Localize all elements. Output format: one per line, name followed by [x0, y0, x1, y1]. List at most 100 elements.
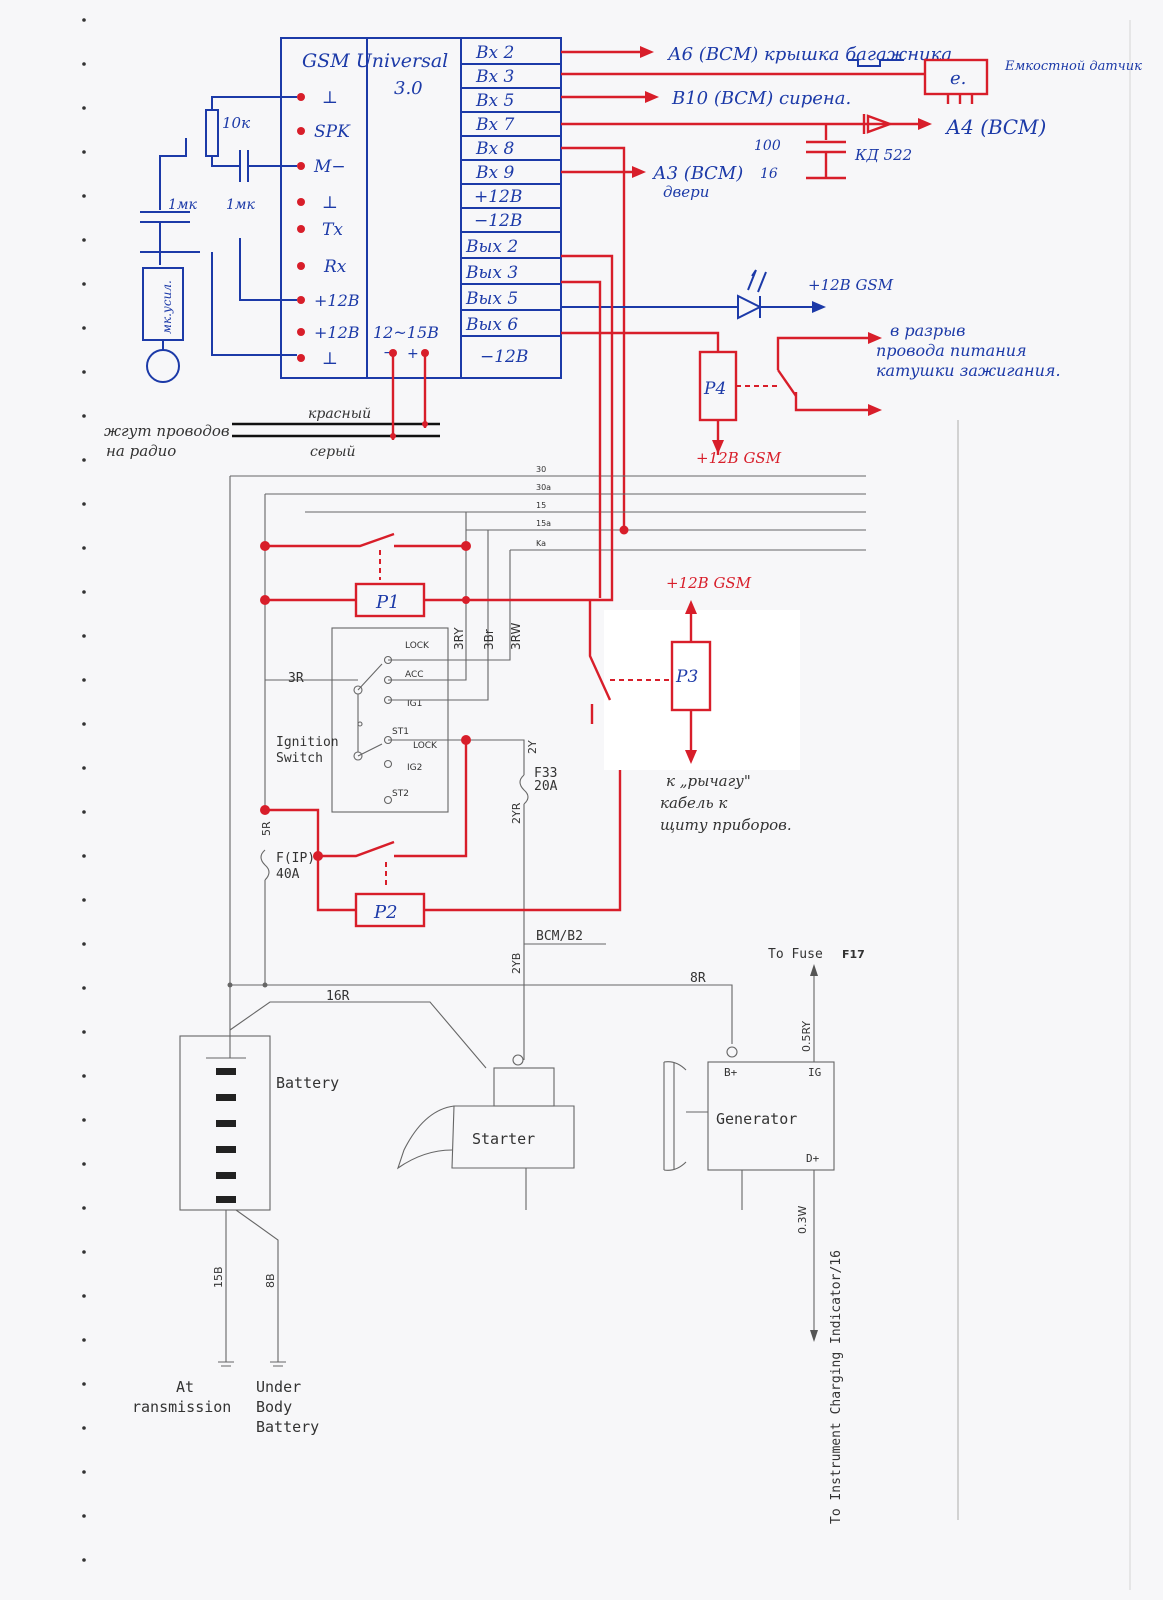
- pin-gnd-2: ⊥: [322, 193, 338, 213]
- pin-gnd-1: ⊥: [322, 88, 338, 108]
- left-pins: ⊥ SPK M− ⊥ Tx Rx +12B +12B ⊥: [297, 88, 360, 369]
- pos-ig1: IG1: [407, 699, 422, 709]
- battery: Battery 15B 8B At ransmission Under Body…: [132, 1035, 339, 1436]
- ign-cut-line3: катушки зажигания.: [876, 361, 1061, 380]
- wire-8b: 8B: [264, 1273, 277, 1288]
- generator-pulley: [663, 1061, 687, 1171]
- pin-12v-1: +12B: [314, 291, 360, 310]
- a3-label: А3 (ВСМ): [651, 163, 743, 184]
- battery-box: [179, 1035, 271, 1211]
- fuse-main-label: F(IP): [276, 851, 315, 866]
- wire-3br: 3Br: [482, 629, 496, 650]
- sensor-label: Емкостной датчик: [1004, 59, 1142, 74]
- diode-label: КД 522: [854, 146, 912, 164]
- wire-05ry: 0.5RY: [800, 1021, 813, 1052]
- bus-30a: 30a: [536, 483, 551, 492]
- gen-bplus: B+: [724, 1066, 738, 1079]
- module-version: 3.0: [394, 78, 423, 99]
- gsm-module: GSM Universal 3.0 ⊥ SPK M− ⊥ Tx Rx +12B …: [280, 37, 562, 379]
- capacitor-2: [239, 150, 249, 182]
- p3-contact: [588, 600, 612, 724]
- pin-out3: Вых 3: [465, 263, 518, 283]
- bus-ka: Ka: [536, 539, 546, 548]
- pin-minus12-a: −12В: [474, 211, 522, 231]
- wire-2yb: 2YB: [510, 953, 523, 974]
- radio-harness: жгут проводов на радио красный серый: [104, 353, 440, 460]
- microphone-icon: [146, 349, 180, 383]
- gnd-left-2: ransmission: [132, 1398, 231, 1416]
- harness-line2: на радио: [106, 442, 176, 460]
- pin-in2: Вх 2: [475, 43, 514, 63]
- wire-2y: 2Y: [526, 740, 539, 754]
- wire-gray-label: серый: [310, 444, 356, 460]
- ignition-switch: 3R Ignition Switch LOCK ACC IG1 ST1 LOCK…: [276, 512, 525, 813]
- p3-power: +12В GSM: [666, 574, 752, 592]
- pos-st2: ST2: [392, 789, 409, 799]
- starter-label: Starter: [472, 1130, 535, 1148]
- ground-icon-transmission: [218, 1290, 234, 1367]
- battery-label: Battery: [276, 1074, 339, 1092]
- p4-power: +12В GSM: [696, 449, 782, 467]
- ign-cut-line1: в разрыв: [890, 321, 966, 340]
- fuse-main: 5R F(IP) 40A: [260, 821, 315, 985]
- relay-p2: Р2: [260, 700, 622, 928]
- pin-minus12-b: −12В: [480, 347, 528, 367]
- pos-lock-1: LOCK: [405, 641, 430, 651]
- cap2-label: 1мк: [226, 197, 256, 213]
- ignition-box: [331, 627, 449, 813]
- bus-15a: 15a: [536, 519, 551, 528]
- power-bus: 30 30a 15 15a Ka: [229, 465, 866, 1058]
- to-fuse: To Fuse: [768, 947, 823, 962]
- ground-icon-body: [270, 1350, 286, 1367]
- feed-3r: 3R: [288, 671, 304, 686]
- p1-coil: [354, 582, 426, 618]
- pin-in3: Вх 3: [475, 67, 514, 87]
- led-output: +12В GSM: [561, 269, 894, 320]
- pos-lock-2: LOCK: [413, 741, 438, 751]
- pin-spk: SPK: [314, 122, 351, 142]
- voltage-note: 12~15В: [373, 323, 439, 342]
- pin-rx: Rx: [323, 257, 347, 277]
- wire-8r: 8R: [690, 971, 706, 986]
- starter: Starter: [396, 1054, 575, 1210]
- f33-rating: 20A: [534, 779, 558, 794]
- pin-mic: M−: [313, 157, 346, 177]
- a4-label: А4 (ВСМ): [944, 115, 1046, 139]
- relay-p3: Р3 +12В GSM к „рычагу" кабель к щиту при…: [588, 574, 800, 834]
- capacitor-100uf: [806, 124, 846, 180]
- pin-gnd-3: ⊥: [322, 349, 338, 369]
- generator-body: [707, 1061, 835, 1171]
- pin-in9: Вх 9: [475, 163, 514, 183]
- module-title: GSM Universal: [302, 50, 448, 72]
- mic-amp-label: мк.усил.: [160, 280, 174, 334]
- pos-ig2: IG2: [407, 763, 422, 773]
- p3-note-3: щиту приборов.: [660, 816, 792, 834]
- svg-text:+: +: [407, 346, 419, 362]
- cap1-label: 1мк: [168, 197, 198, 213]
- gen-ig: IG: [808, 1066, 821, 1079]
- wire-15b: 15B: [212, 1266, 225, 1288]
- audio-circuit: 10к 1мк 1мк мк.усил.: [140, 96, 297, 383]
- svg-text:−: −: [383, 345, 395, 361]
- relay-p1: Р1: [260, 254, 629, 618]
- cap-value-bottom: 16: [760, 166, 778, 182]
- wire-03w: 0.3W: [796, 1206, 809, 1234]
- led-icon: [737, 294, 763, 320]
- bus-30: 30: [536, 465, 546, 474]
- harness-line1: жгут проводов: [104, 422, 230, 440]
- bcm-b2-label: BCM/B2: [536, 929, 583, 944]
- sensor-box-label: е.: [950, 68, 966, 89]
- wire-3rw: 3RW: [509, 623, 523, 650]
- pin-in7: Вх 7: [475, 115, 514, 135]
- p3-label: Р3: [675, 667, 698, 687]
- sensor-box: [923, 58, 989, 96]
- p2-coil: [354, 892, 426, 928]
- fuse-main-rating: 40A: [276, 867, 300, 882]
- starter-body: [451, 1105, 575, 1169]
- binder-holes: [82, 18, 86, 1562]
- gnd-right-1: Under: [256, 1378, 301, 1396]
- wire-16r: 16R: [326, 989, 350, 1004]
- pin-plus12: +12В: [474, 187, 522, 207]
- pin-out2: Вых 2: [465, 237, 518, 257]
